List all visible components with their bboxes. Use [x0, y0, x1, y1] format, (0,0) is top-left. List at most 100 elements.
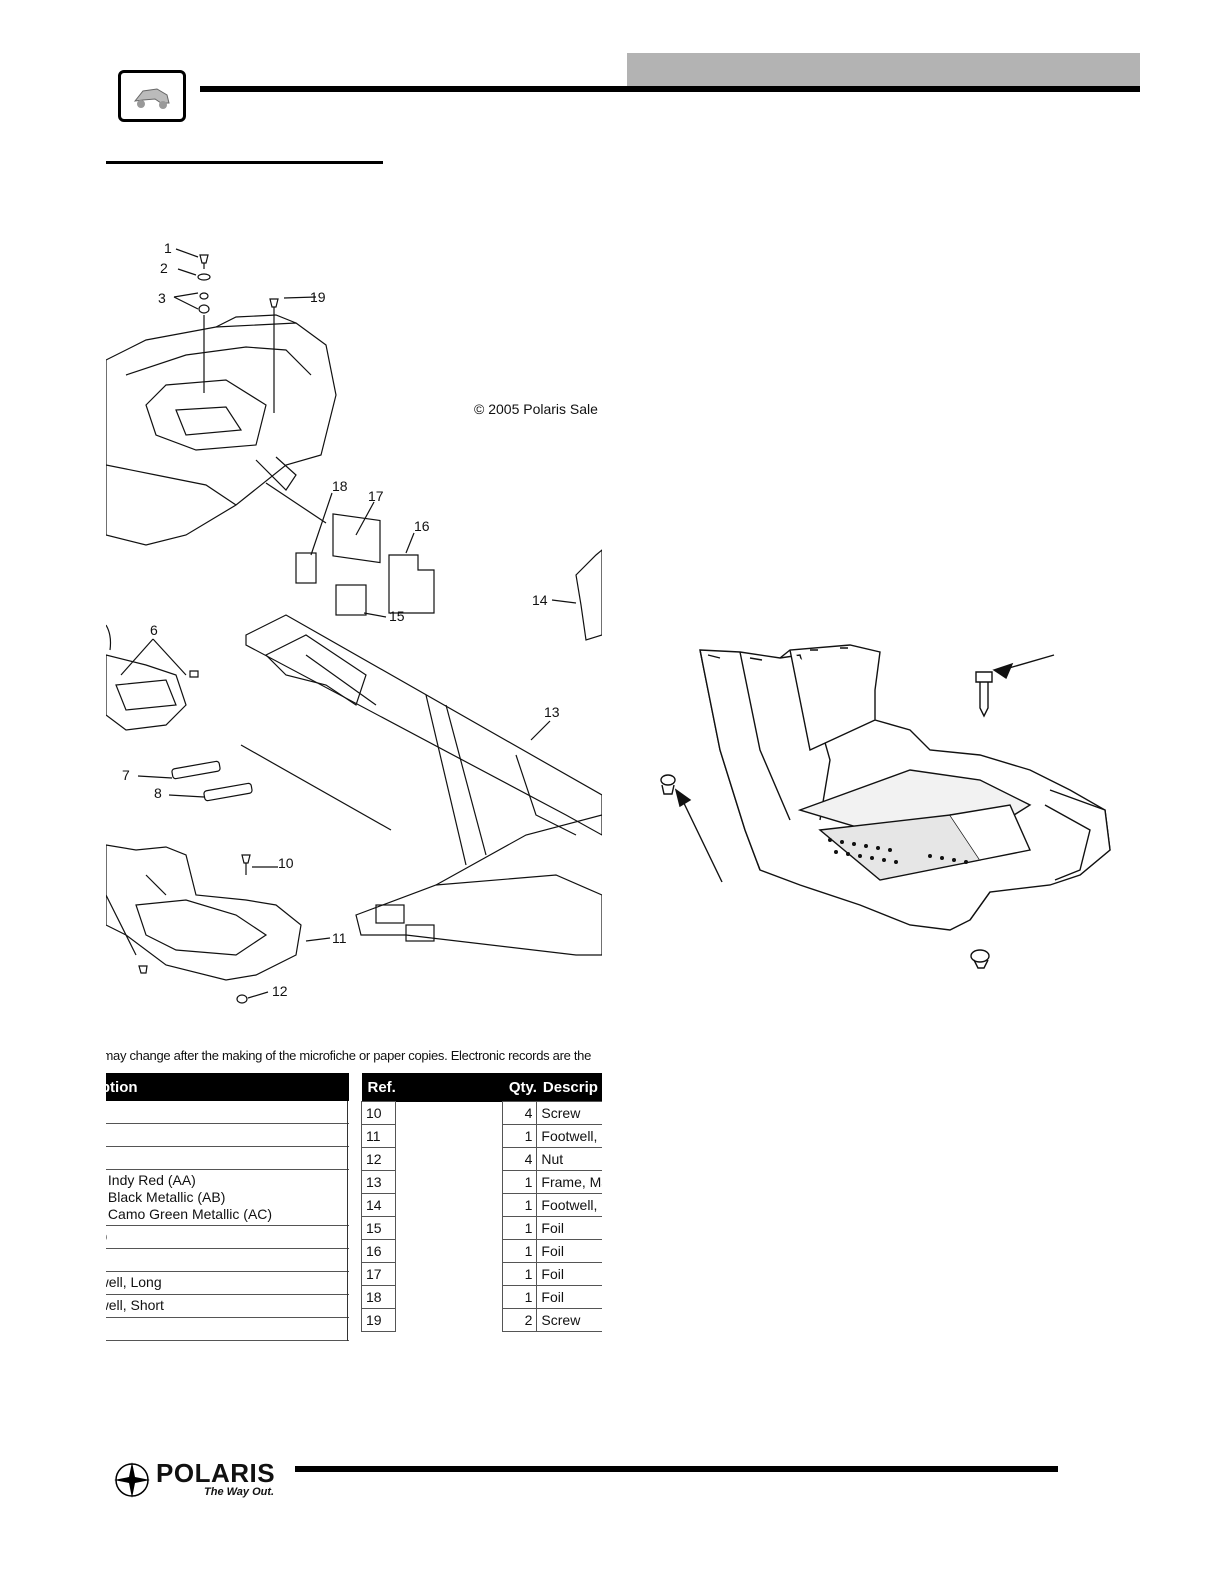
diagram-callout: 2 — [160, 260, 168, 276]
table-cell: 10 — [361, 1101, 397, 1125]
table-cell: ew — [106, 1248, 349, 1272]
diagram-callout: 3 — [158, 290, 166, 306]
table-cell — [395, 1285, 504, 1309]
table-cell: Screw — [536, 1308, 602, 1332]
table-cell — [395, 1101, 504, 1125]
table-cell: 17 — [361, 1262, 397, 1286]
diagram-callout: 19 — [310, 289, 326, 305]
table-row: me, Sub — [106, 1225, 349, 1249]
polaris-logo: POLARIS The Way Out. — [112, 1458, 282, 1500]
table-cell: 1 — [502, 1285, 538, 1309]
table-row: sher — [106, 1123, 349, 1147]
table-cell: Foil — [536, 1262, 602, 1286]
copyright-notice: © 2005 Polaris Sale — [474, 401, 598, 417]
table-cell — [395, 1170, 504, 1194]
column-header-qty: Qty. — [502, 1073, 537, 1102]
table-cell: 12 — [361, 1147, 397, 1171]
table-row: d, Footwell, Long — [106, 1271, 349, 1295]
table-cell: 1 — [502, 1193, 538, 1217]
diagram-callout: 12 — [272, 983, 288, 999]
table-cell: Nut — [536, 1147, 602, 1171]
table-cell: 2 — [502, 1308, 538, 1332]
table-cell — [395, 1239, 504, 1263]
chapter-icon — [118, 70, 186, 122]
table-cell: Foil — [536, 1216, 602, 1240]
table-cell: 1 — [502, 1262, 538, 1286]
footwell-illustration — [650, 630, 1130, 975]
diagram-callout: 18 — [332, 478, 348, 494]
table-cell — [395, 1216, 504, 1240]
table-cell: 13 — [361, 1170, 397, 1194]
table-cell: sher — [106, 1123, 349, 1147]
table-row: acer — [106, 1146, 349, 1170]
table-cell: Foil — [536, 1239, 602, 1263]
table-cell: 1 — [502, 1124, 538, 1148]
table-cell: ew — [106, 1101, 349, 1124]
header-rule — [200, 86, 1140, 92]
table-cell: Footwell, L — [536, 1193, 602, 1217]
exploded-parts-diagram: 1 2 3 19 18 17 16 15 14 13 6 7 8 10 11 1… — [106, 235, 602, 1025]
diagram-callout: 14 — [532, 592, 548, 608]
header-gray-block — [627, 53, 1140, 86]
polaris-star-icon — [114, 1462, 150, 1498]
table-row: o, Rear, Indy Red (AA) o, Rear, Black Me… — [106, 1169, 349, 1226]
diagram-callout: 17 — [368, 488, 384, 504]
table-cell: me, Sub — [106, 1225, 349, 1249]
table-cell: Frame, Ma — [536, 1170, 602, 1194]
table-cell: et — [106, 1317, 349, 1341]
atv-thumbnail-icon — [133, 88, 170, 109]
diagram-callout: 15 — [389, 608, 405, 624]
footwell-drawing — [660, 644, 1111, 969]
column-header-description: Descrip — [536, 1073, 602, 1102]
table-cell: 14 — [361, 1193, 397, 1217]
table-cell: Foil — [536, 1285, 602, 1309]
table-cell: acer — [106, 1146, 349, 1170]
diagram-callout: 8 — [154, 785, 162, 801]
column-header-blank — [395, 1073, 503, 1102]
table-cell: d, Footwell, Short — [106, 1294, 349, 1318]
diagram-callout: 11 — [332, 930, 347, 946]
table-cell: 4 — [502, 1101, 538, 1125]
table-cell: o, Rear, Indy Red (AA) o, Rear, Black Me… — [106, 1169, 349, 1226]
table-cell: 11 — [361, 1124, 397, 1148]
table-cell — [395, 1147, 504, 1171]
table-cell — [395, 1124, 504, 1148]
table-cell: 18 — [361, 1285, 397, 1309]
table-cell: d, Footwell, Long — [106, 1271, 349, 1295]
diagram-callout: 7 — [122, 767, 130, 783]
table-cell — [395, 1193, 504, 1217]
table-cell: 16 — [361, 1239, 397, 1263]
section-heading-rule — [106, 161, 383, 164]
table-cell — [395, 1262, 504, 1286]
table-row: ew — [106, 1248, 349, 1272]
brand-name: POLARIS — [156, 1458, 276, 1488]
table-cell: 1 — [502, 1239, 538, 1263]
diagram-callout: 13 — [544, 704, 560, 720]
table-cell: Screw — [536, 1101, 602, 1125]
table-cell: 1 — [502, 1216, 538, 1240]
column-header-description: Description — [106, 1073, 349, 1101]
table-cell: 4 — [502, 1147, 538, 1171]
brand-tagline: The Way Out. — [204, 1486, 275, 1498]
table-row: et — [106, 1317, 349, 1341]
diagram-callout: 6 — [150, 622, 158, 638]
table-cell: Footwell, R — [536, 1124, 602, 1148]
diagram-callout: 1 — [164, 240, 172, 256]
column-header-ref: Ref. — [361, 1073, 396, 1102]
table-cell: 1 — [502, 1170, 538, 1194]
table-cell: 19 — [361, 1308, 397, 1332]
table-cell — [395, 1308, 504, 1332]
parts-table-left: Description ew sher acer o, Rear, Indy R… — [106, 1073, 349, 1341]
table-cell: 15 — [361, 1216, 397, 1240]
table-border — [347, 1101, 348, 1341]
diagram-callout: 16 — [414, 518, 430, 534]
